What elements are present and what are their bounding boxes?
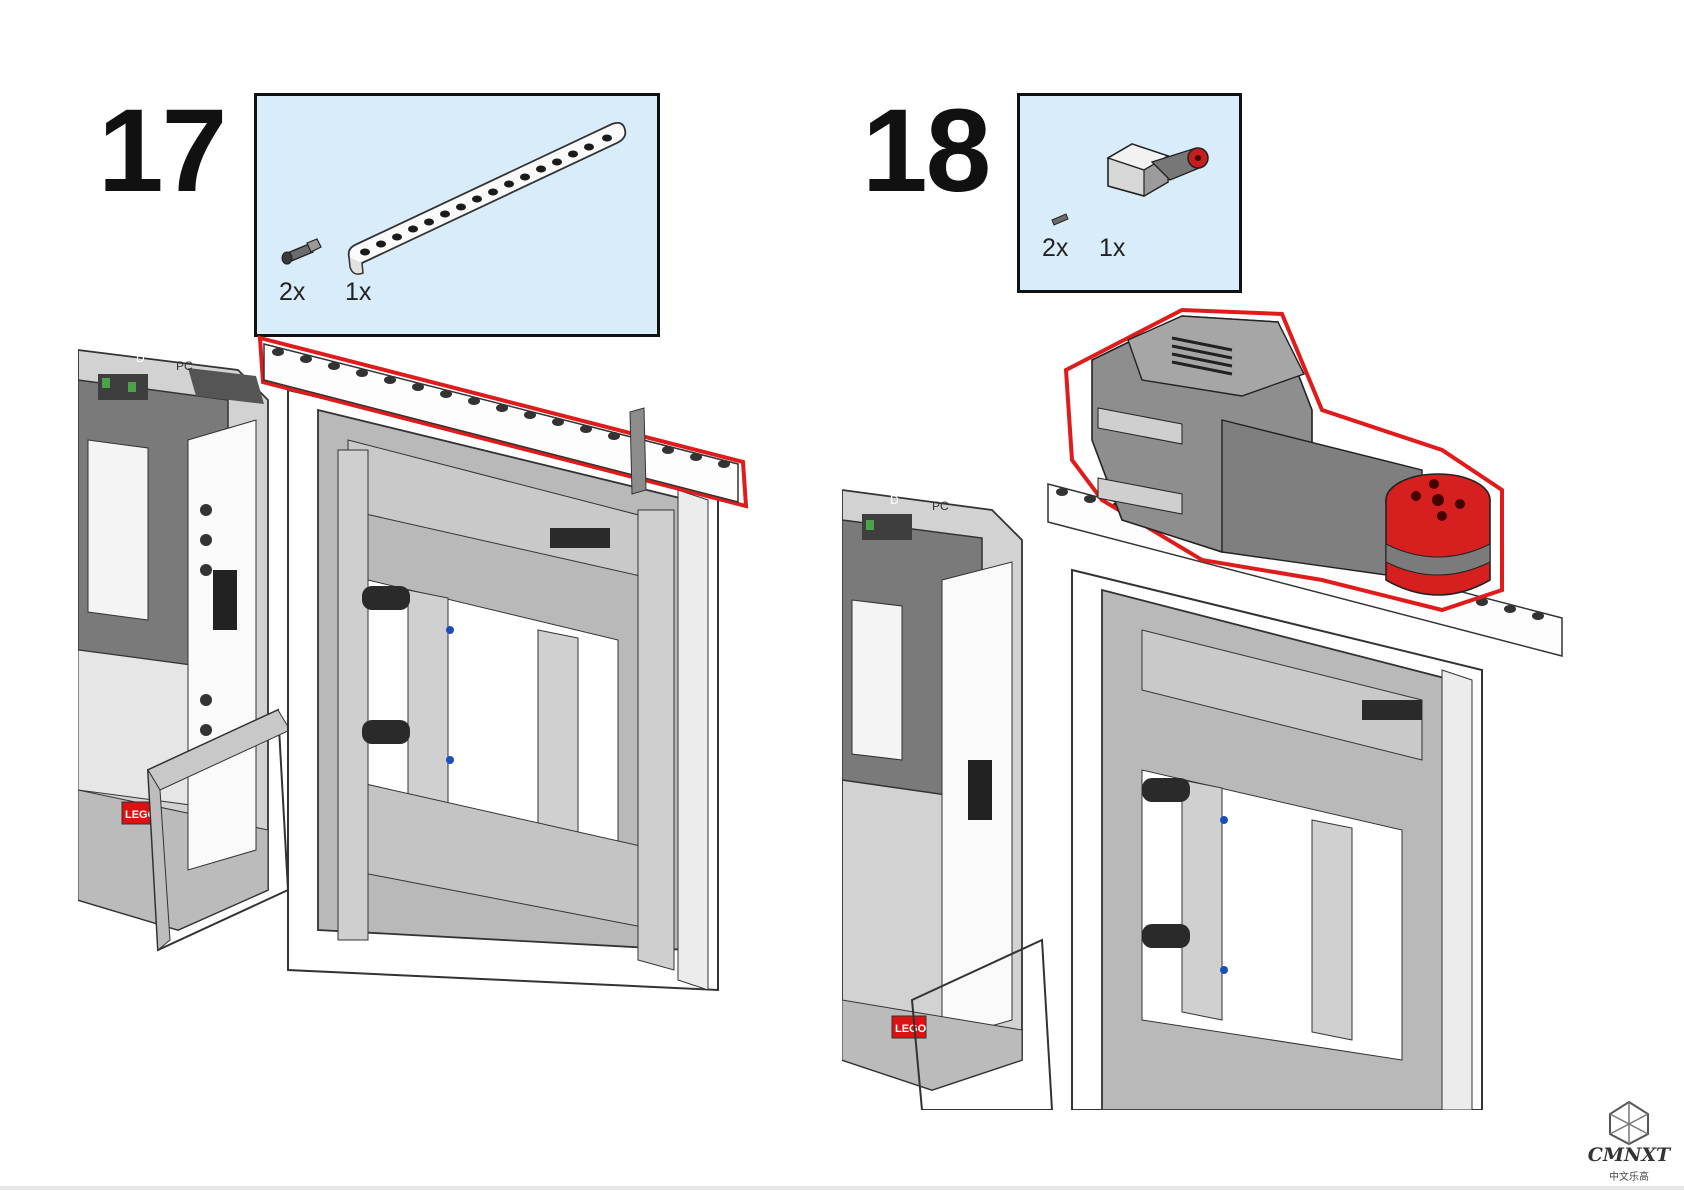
parts-callout-step-17: 2x 1x [254,93,660,337]
highlighted-medium-motor [1063,307,1504,613]
ev3-brick-illustration: D PC LEGO [78,349,291,952]
ev3-brick-illustration: D PC LEGO [842,489,1054,1110]
parts-callout-18-art [1051,143,1209,226]
brick-port-d-label: D [890,493,899,507]
logo-wordmark: CMNXT [1587,1144,1671,1166]
medium-motor-icon [1106,143,1209,198]
assembly-illustration-step-17: D PC LEGO [78,330,818,1070]
part-quantity: 1x [1099,234,1126,262]
liftarm-frame-assembly [1071,568,1483,1110]
axle-pin-icon [1051,213,1069,226]
liftarm-frame-assembly [287,388,719,992]
axle-pin-icon [281,238,322,265]
brick-port-d-label: D [136,351,145,365]
logo-subtitle: 中文乐高 [1609,1172,1649,1183]
15-hole-beam-icon [347,121,627,275]
brick-port-pc-label: PC [932,499,949,513]
assembly-illustration-step-18: D PC LEGO [842,300,1577,1110]
part-quantity: 1x [345,278,372,306]
step-number-17: 17 [98,85,227,217]
step-number-18: 18 [862,85,991,217]
part-quantity: 2x [279,278,306,306]
cube-logo-icon [1609,1100,1649,1146]
cmnxt-watermark-logo: CMNXT 中文乐高 [1586,1098,1672,1188]
brand-logo-text: LEGO [125,809,157,821]
part-quantity: 2x [1042,234,1069,262]
parts-callout-step-18: 2x 1x [1017,93,1242,293]
brick-port-pc-label: PC [176,359,193,373]
brand-logo-text: LEGO [895,1023,927,1035]
page-bottom-rule [0,1186,1684,1190]
highlighted-15-hole-beam [257,335,749,509]
parts-callout-17-art [281,121,627,275]
